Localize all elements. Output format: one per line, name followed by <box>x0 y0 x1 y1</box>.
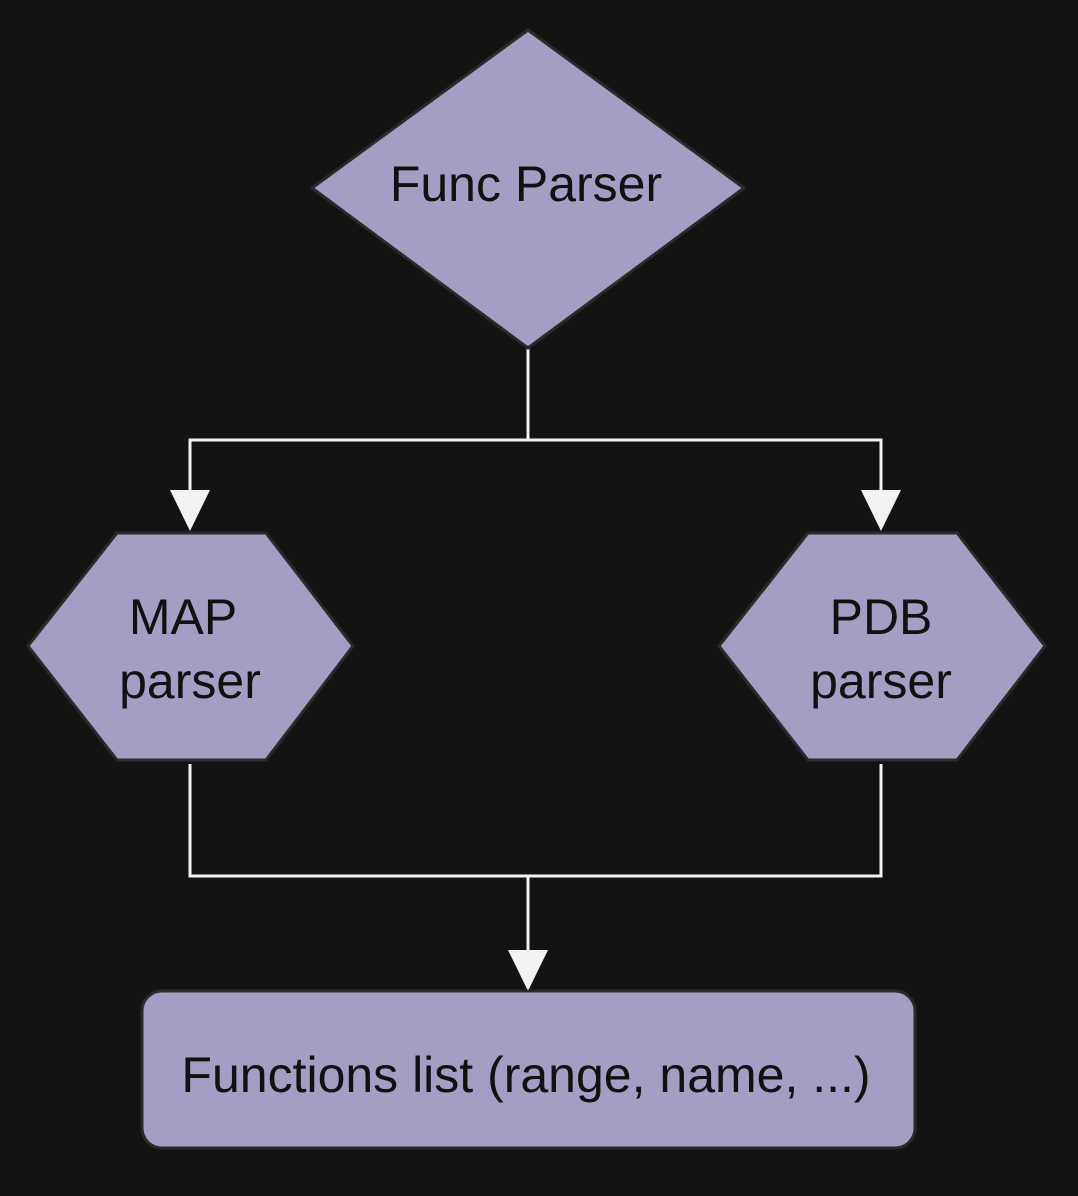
edge-pdb-parser-to-functions-list <box>528 764 883 878</box>
process-hexagon <box>26 531 355 762</box>
func-parser-label: Func Parser <box>390 156 662 212</box>
process-hexagon <box>717 531 1047 762</box>
pdb-parser-node[interactable]: PDB parser <box>717 531 1047 762</box>
output-box <box>140 989 917 1150</box>
map-parser-label-line2: parser <box>119 653 261 709</box>
pdb-parser-label-line2: parser <box>810 653 952 709</box>
edge-func-parser-to-pdb-parser <box>528 438 883 500</box>
functions-list-label: Functions list (range, name, ...) <box>181 1047 870 1103</box>
arrowhead-functions-list <box>508 950 548 991</box>
edge-map-parser-to-functions-list <box>188 764 530 960</box>
functions-list-node[interactable]: Functions list (range, name, ...) <box>140 989 917 1150</box>
arrowhead-map-parser <box>170 490 210 531</box>
func-parser-node[interactable]: Func Parser <box>309 28 747 350</box>
arrowhead-pdb-parser <box>861 490 901 531</box>
edge-func-parser-to-map-parser <box>188 348 530 500</box>
pdb-parser-label-line1: PDB <box>830 589 933 645</box>
decision-diamond <box>309 28 747 350</box>
map-parser-node[interactable]: MAP parser <box>26 531 355 762</box>
map-parser-label-line1: MAP <box>129 589 237 645</box>
